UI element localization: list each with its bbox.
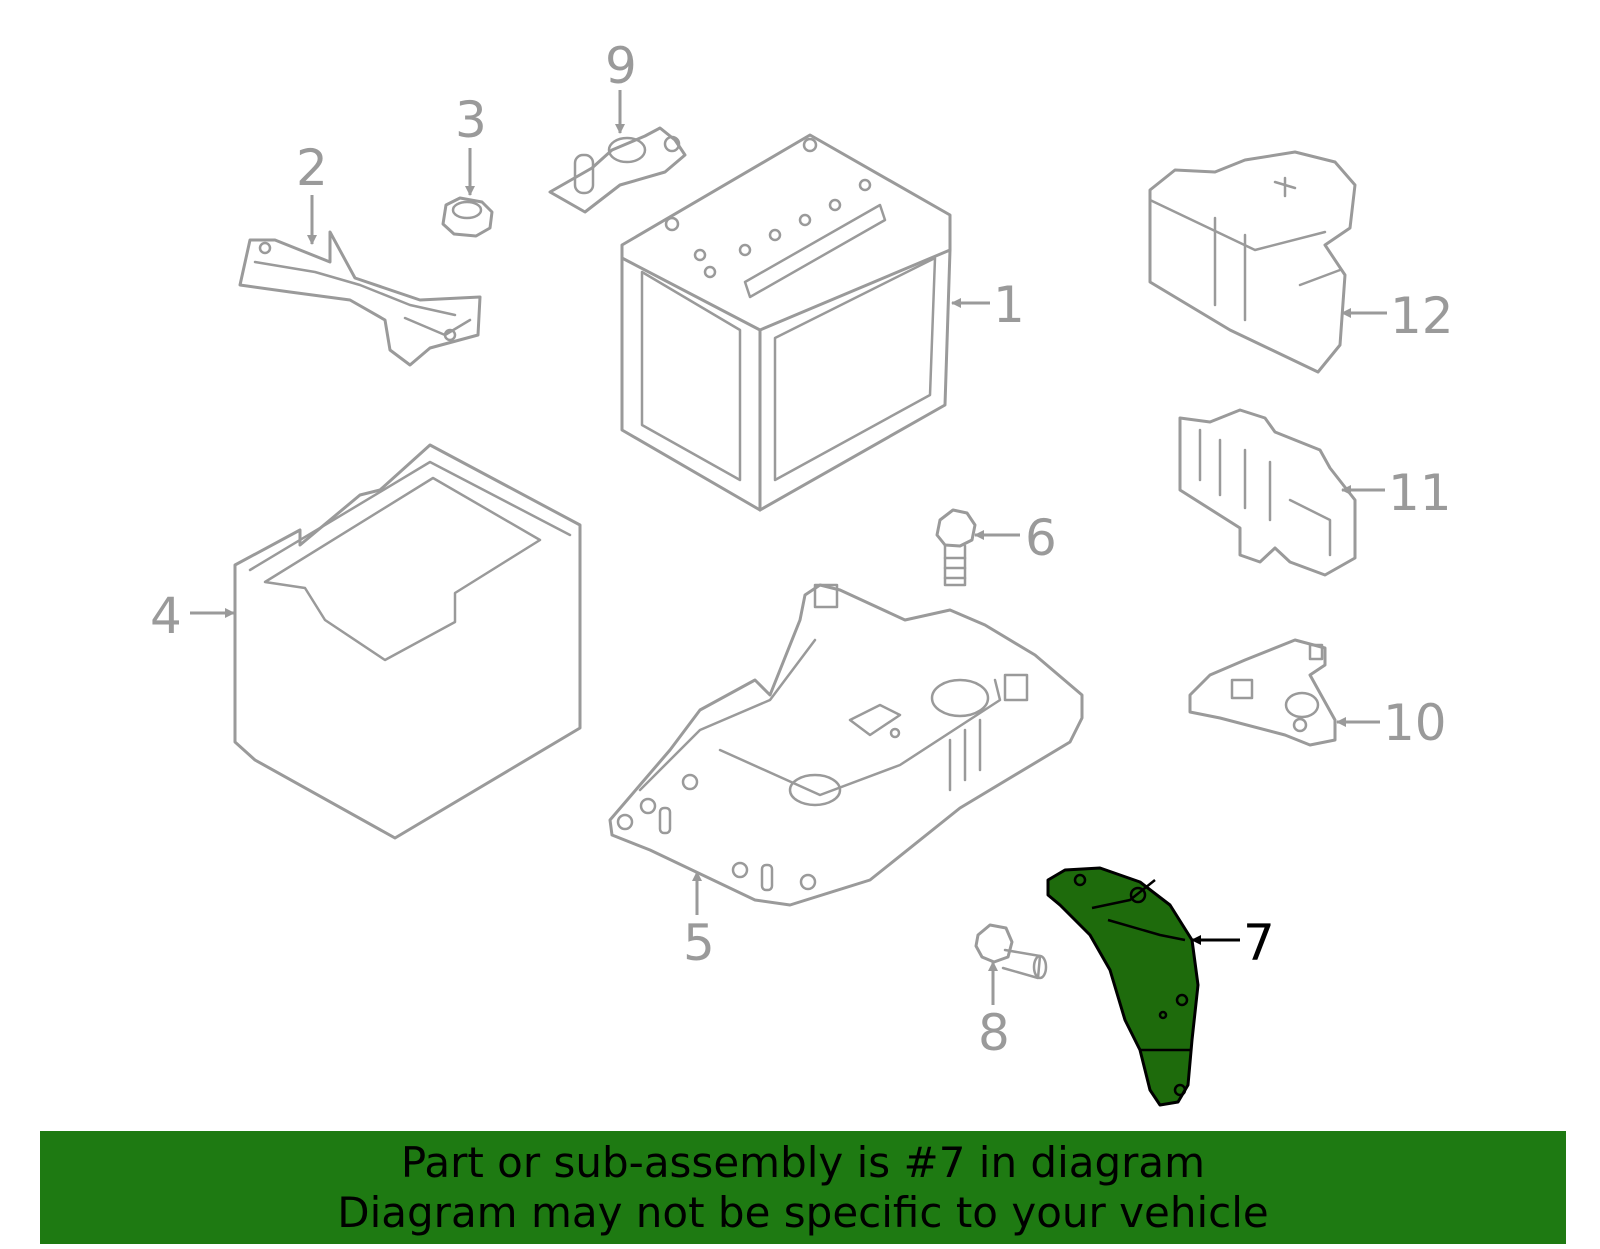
part-1-battery[interactable] xyxy=(620,133,952,512)
callout-6: 6 xyxy=(1025,509,1057,567)
callout-2: 2 xyxy=(296,139,328,197)
part-3-nut[interactable] xyxy=(441,196,494,238)
banner-line-1: Part or sub-assembly is #7 in diagram xyxy=(400,1137,1206,1187)
callout-8: 8 xyxy=(978,1004,1010,1062)
part-7-bracket[interactable] xyxy=(1046,866,1200,1107)
part-10-terminal-clamp[interactable] xyxy=(1188,638,1337,747)
part-2-hold-down[interactable] xyxy=(238,230,482,367)
part-5-battery-tray[interactable] xyxy=(608,583,1084,907)
callout-11: 11 xyxy=(1388,464,1452,522)
callout-10: 10 xyxy=(1383,694,1447,752)
callout-1: 1 xyxy=(993,276,1025,334)
part-6-bolt[interactable] xyxy=(935,508,977,587)
callout-4: 4 xyxy=(150,587,182,645)
part-11-terminal-cover[interactable] xyxy=(1178,408,1357,577)
part-8-bolt[interactable] xyxy=(974,923,1048,980)
callout-3: 3 xyxy=(455,91,487,149)
part-9-terminal[interactable] xyxy=(548,126,687,214)
info-banner: Part or sub-assembly is #7 in diagram Di… xyxy=(40,1131,1566,1244)
callout-12: 12 xyxy=(1390,287,1454,345)
callout-labels: 1 2 3 4 5 6 7 8 9 10 11 12 xyxy=(150,37,1454,1062)
leader-lines xyxy=(190,90,1387,1005)
callout-9: 9 xyxy=(605,37,637,95)
part-12-cover[interactable] xyxy=(1148,150,1357,374)
part-4-battery-box[interactable] xyxy=(233,443,582,840)
callout-7: 7 xyxy=(1243,914,1275,972)
callout-5: 5 xyxy=(683,914,715,972)
banner-line-2: Diagram may not be specific to your vehi… xyxy=(337,1187,1269,1237)
